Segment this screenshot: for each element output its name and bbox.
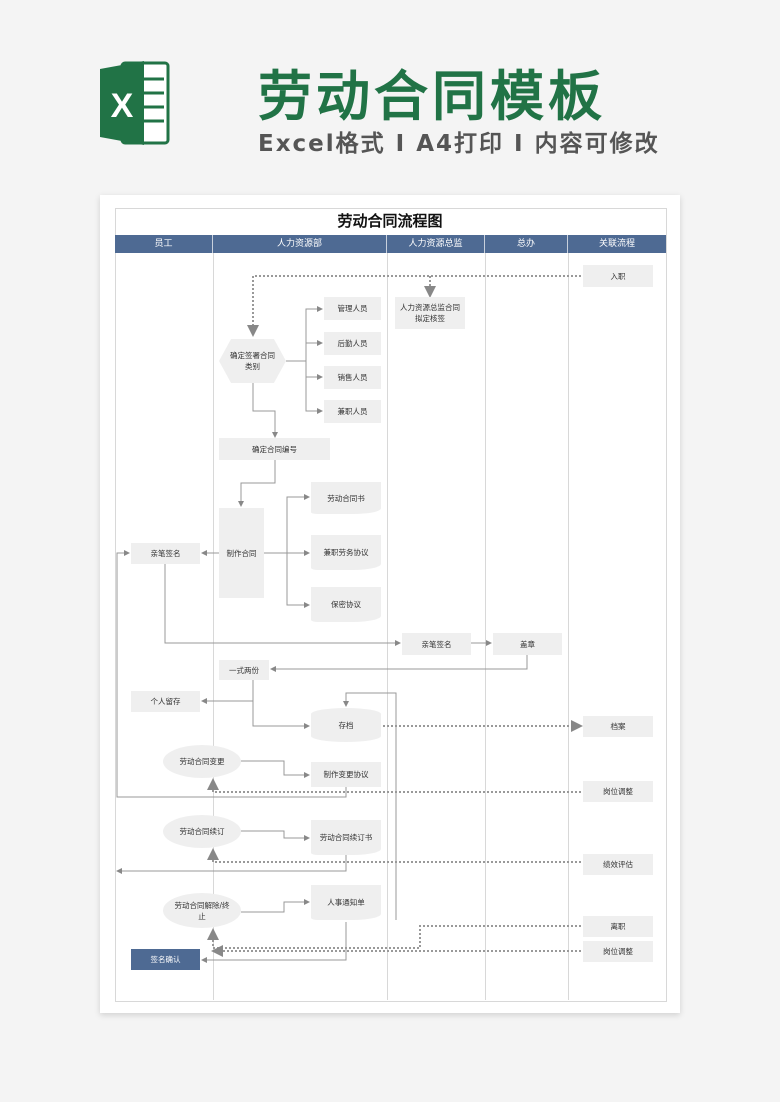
node-archive-store[interactable]: 存档 <box>311 708 381 742</box>
node-seal[interactable]: 盖章 <box>493 633 562 655</box>
lane-divider <box>213 253 214 1000</box>
node-director-sign[interactable]: 人力资源总监合同拟定核签 <box>395 297 465 329</box>
column-header-hr: 人力资源部 <box>213 235 387 253</box>
node-contract-terminate[interactable]: 劳动合同解除/终止 <box>163 893 241 928</box>
node-part-time[interactable]: 兼职人员 <box>324 400 381 423</box>
lane-divider <box>387 253 388 1000</box>
node-make-contract[interactable]: 制作合同 <box>219 508 264 598</box>
node-part-time-agreement[interactable]: 兼职劳务协议 <box>311 535 381 570</box>
node-position-adjust-1[interactable]: 岗位调整 <box>583 781 653 802</box>
node-sales[interactable]: 销售人员 <box>324 366 381 389</box>
node-employee-sign[interactable]: 亲笔签名 <box>131 543 200 564</box>
node-entry[interactable]: 入职 <box>583 265 653 287</box>
node-sign-confirm[interactable]: 签名确认 <box>131 949 200 970</box>
flowchart-sheet <box>115 208 667 1002</box>
svg-text:X: X <box>111 87 134 125</box>
node-labor-contract[interactable]: 劳动合同书 <box>311 482 381 514</box>
node-personal-keep[interactable]: 个人留存 <box>131 691 200 712</box>
node-hr-notice[interactable]: 人事通知单 <box>311 885 381 920</box>
node-confidentiality[interactable]: 保密协议 <box>311 587 381 622</box>
node-contract-change[interactable]: 劳动合同变更 <box>163 745 241 778</box>
lane-divider <box>568 253 569 1000</box>
document-page <box>100 195 680 1013</box>
lane-divider <box>485 253 486 1000</box>
node-position-adjust-2[interactable]: 岗位调整 <box>583 941 653 962</box>
node-performance[interactable]: 绩效评估 <box>583 854 653 875</box>
column-header-related: 关联流程 <box>568 235 666 253</box>
node-determine-type[interactable]: 确定签署合同类别 <box>219 339 286 383</box>
node-change-agreement[interactable]: 制作变更协议 <box>311 762 381 787</box>
node-archive[interactable]: 档案 <box>583 716 653 737</box>
sheet-title: 劳动合同流程图 <box>337 212 443 230</box>
node-contract-renew[interactable]: 劳动合同续订 <box>163 815 241 848</box>
column-header-hr-director: 人力资源总监 <box>387 235 485 253</box>
node-resign[interactable]: 离职 <box>583 916 653 937</box>
excel-logo-icon: X <box>100 61 170 145</box>
node-two-copies[interactable]: 一式两份 <box>219 660 269 680</box>
banner-subtitle: Excel格式 I A4打印 I 内容可修改 <box>258 131 660 157</box>
node-managers[interactable]: 管理人员 <box>324 297 381 320</box>
column-header-general-office: 总办 <box>485 235 568 253</box>
node-logistics[interactable]: 后勤人员 <box>324 332 381 355</box>
node-director-handsign[interactable]: 亲笔签名 <box>402 633 471 655</box>
node-renew-doc[interactable]: 劳动合同续订书 <box>311 820 381 855</box>
banner-title: 劳动合同模板 <box>258 65 606 128</box>
column-header-employee: 员工 <box>115 235 213 253</box>
node-determine-number[interactable]: 确定合同编号 <box>219 438 330 460</box>
